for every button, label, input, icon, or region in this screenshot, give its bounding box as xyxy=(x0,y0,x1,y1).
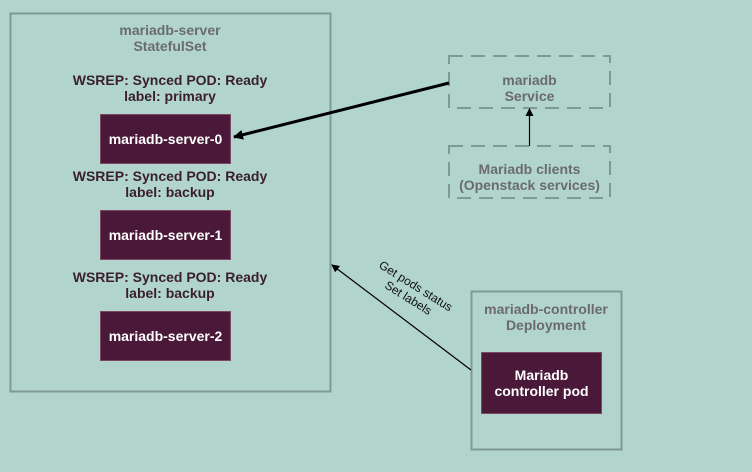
clients-label-line2: (Openstack services) xyxy=(459,177,600,193)
pod-2-label-line: label: backup xyxy=(125,285,215,301)
statefulset-title-line1: mariadb-server xyxy=(119,22,221,38)
pod-0-status: WSREP: Synced POD: Ready label: primary xyxy=(30,72,310,104)
service-label-line1: mariadb xyxy=(502,72,557,88)
pod-2-status-line1: WSREP: Synced POD: Ready xyxy=(72,269,268,285)
deployment-title-line2: Deployment xyxy=(505,317,587,333)
statefulset-title-line2: StatefulSet xyxy=(133,38,207,54)
pod-2-status: WSREP: Synced POD: Ready label: backup xyxy=(30,269,310,301)
deployment-title: mariadb-controller Deployment xyxy=(471,301,621,333)
pod-mariadb-server-0[interactable]: mariadb-server-0 xyxy=(100,114,231,164)
pod-1-status: WSREP: Synced POD: Ready label: backup xyxy=(30,168,310,200)
pod-0-status-line1: WSREP: Synced POD: Ready xyxy=(72,72,268,88)
statefulset-title: mariadb-server StatefulSet xyxy=(10,22,330,54)
service-to-primary-arrow xyxy=(233,81,450,140)
pod-0-label-line: label: primary xyxy=(124,88,216,104)
pod-mariadb-server-1[interactable]: mariadb-server-1 xyxy=(100,210,231,260)
deployment-title-line1: mariadb-controller xyxy=(484,301,608,317)
pod-2-name: mariadb-server-2 xyxy=(108,328,223,344)
pod-0-name: mariadb-server-0 xyxy=(108,131,223,147)
pod-mariadb-server-2[interactable]: mariadb-server-2 xyxy=(100,311,231,361)
controller-pod-label: Mariadb controller pod xyxy=(494,367,588,399)
service-label-line2: Service xyxy=(504,88,555,104)
controller-pod-line1: Mariadb xyxy=(514,367,569,383)
service-label: mariadb Service xyxy=(449,72,610,104)
statefulset-container xyxy=(9,12,332,393)
pod-1-label-line: label: backup xyxy=(125,184,215,200)
pod-1-name: mariadb-server-1 xyxy=(108,227,223,243)
clients-label: Mariadb clients (Openstack services) xyxy=(449,161,610,193)
deployment-container xyxy=(470,290,623,451)
controller-to-statefulset-arrow xyxy=(331,264,472,371)
controller-pod[interactable]: Mariadb controller pod xyxy=(481,352,602,414)
clients-box xyxy=(448,145,611,199)
clients-label-line1: Mariadb clients xyxy=(478,161,581,177)
pod-1-status-line1: WSREP: Synced POD: Ready xyxy=(72,168,268,184)
controller-pod-line2: controller pod xyxy=(494,383,589,399)
